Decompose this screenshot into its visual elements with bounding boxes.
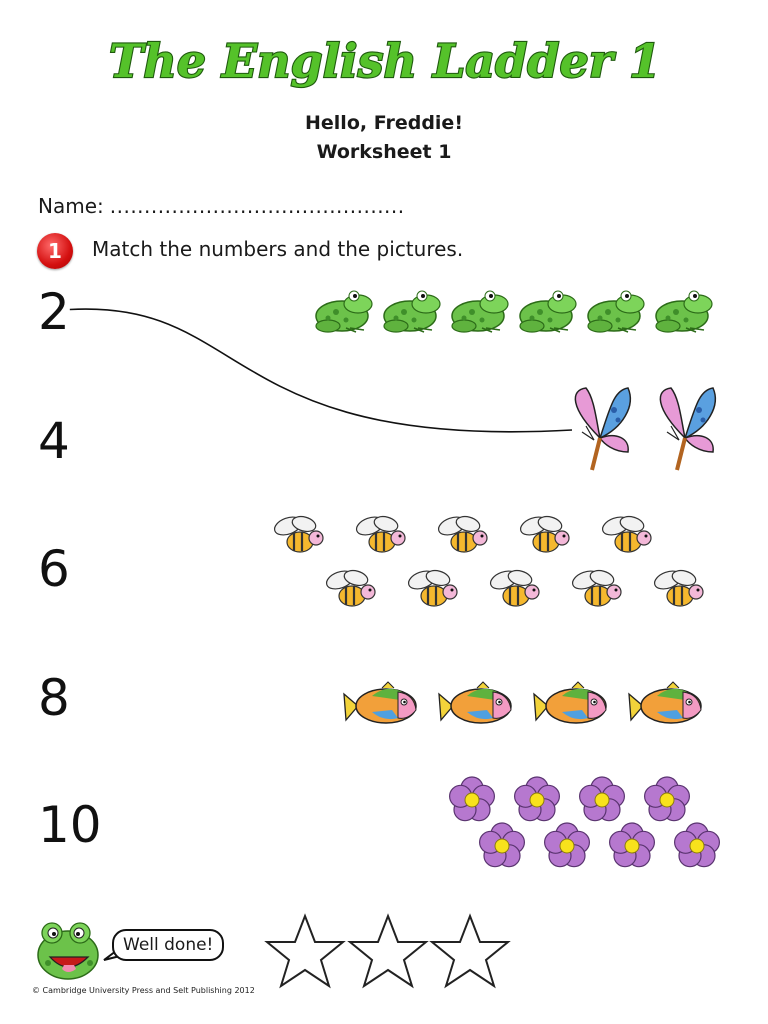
copyright-notice: © Cambridge University Press and Selt Pu… [32,986,255,995]
number-10[interactable]: 10 [38,796,102,854]
fish-picture [628,681,702,724]
name-label: Name: [38,194,104,218]
bee-picture [517,512,571,554]
bee-picture [435,512,489,554]
bee-picture [405,566,459,608]
flower-picture [479,822,526,868]
well-done-speech-bubble: Well done! [112,929,225,961]
frog-mascot [37,922,99,980]
bee-picture [487,566,541,608]
frog-picture [315,290,373,333]
flower-group[interactable] [449,776,721,868]
bee-picture [323,566,377,608]
flower-picture [608,822,656,868]
butterfly-picture [658,386,718,472]
rating-star-1[interactable] [265,912,345,990]
flower-picture [673,822,721,868]
flower-picture [643,776,691,822]
bee-picture [353,512,407,554]
fish-picture [533,681,607,724]
butterfly-picture [573,386,633,472]
fish-group[interactable] [343,681,702,724]
name-field[interactable]: Name:...................................… [38,194,405,218]
frog-picture [451,290,509,333]
fish-picture [343,681,417,724]
flower-picture [578,776,626,822]
flower-picture [449,776,495,822]
bee-picture [569,566,623,608]
exercise-number-badge: 1 [37,233,73,269]
bee-picture [271,512,325,554]
logo-text: The English Ladder 1 [109,34,661,88]
story-title: Hello, Freddie! [305,112,463,134]
number-4[interactable]: 4 [38,412,70,470]
bee-group[interactable] [271,512,705,608]
worksheet-title: Worksheet 1 [316,141,452,163]
frog-group[interactable] [315,290,713,333]
bee-picture [651,566,705,608]
frog-picture [383,290,441,333]
frog-picture [587,290,645,333]
frog-picture [519,290,577,333]
number-6[interactable]: 6 [38,540,70,598]
name-dotted-line[interactable]: ........................................… [109,194,405,218]
flower-picture [543,822,591,868]
example-match-line [69,308,573,433]
english-ladder-logo: The English Ladder 1 [108,33,662,89]
exercise-instruction: Match the numbers and the pictures. [92,237,464,261]
rating-star-2[interactable] [348,912,428,990]
bee-picture [599,512,653,554]
number-2[interactable]: 2 [38,283,70,341]
number-8[interactable]: 8 [38,669,70,727]
frog-picture [655,290,713,333]
fish-picture [438,681,512,724]
flower-picture [513,776,561,822]
rating-star-3[interactable] [430,912,510,990]
butterfly-group[interactable] [573,386,718,472]
